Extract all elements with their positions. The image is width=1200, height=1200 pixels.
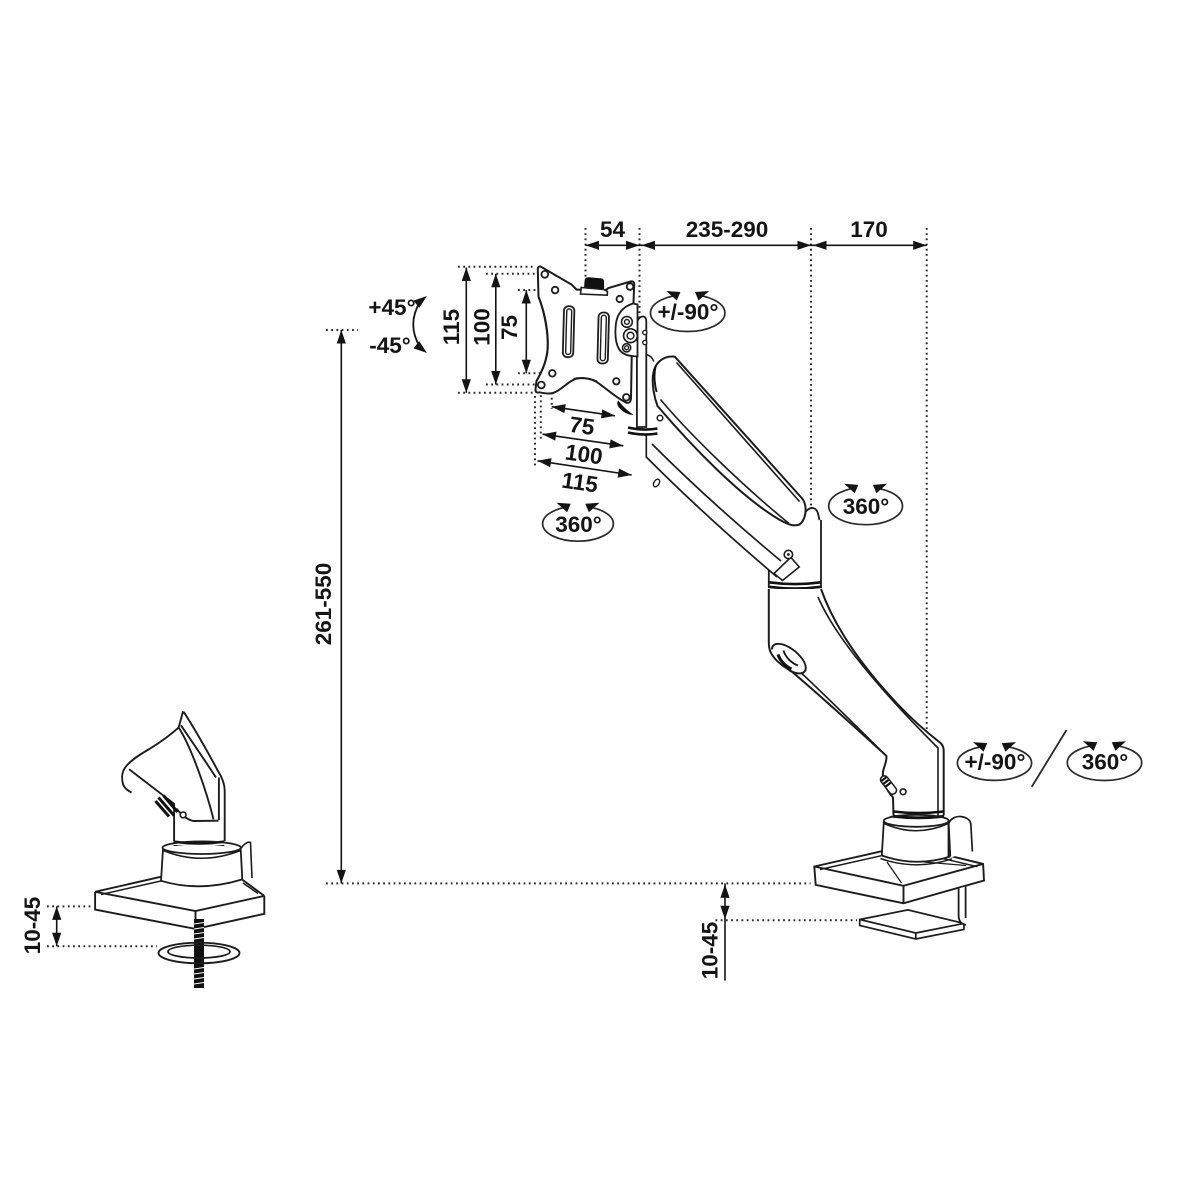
svg-text:360°: 360°	[1082, 750, 1129, 775]
svg-text:170: 170	[850, 217, 888, 242]
svg-text:100: 100	[470, 308, 495, 346]
svg-text:75: 75	[497, 315, 522, 340]
svg-text:360°: 360°	[843, 494, 890, 519]
svg-text:75: 75	[568, 412, 596, 440]
svg-text:115: 115	[560, 468, 600, 498]
svg-text:+/-90°: +/-90°	[658, 300, 719, 325]
svg-text:115: 115	[439, 309, 464, 345]
svg-text:261-550: 261-550	[311, 563, 336, 646]
svg-text:235-290: 235-290	[686, 217, 769, 242]
svg-text:100: 100	[564, 439, 605, 469]
svg-text:+45°: +45°	[368, 295, 415, 320]
svg-text:10-45: 10-45	[698, 922, 723, 980]
svg-text:-45°: -45°	[369, 333, 411, 358]
svg-text:+/-90°: +/-90°	[965, 750, 1026, 775]
svg-text:10-45: 10-45	[20, 897, 45, 955]
svg-text:360°: 360°	[555, 512, 602, 537]
svg-text:54: 54	[600, 217, 626, 242]
